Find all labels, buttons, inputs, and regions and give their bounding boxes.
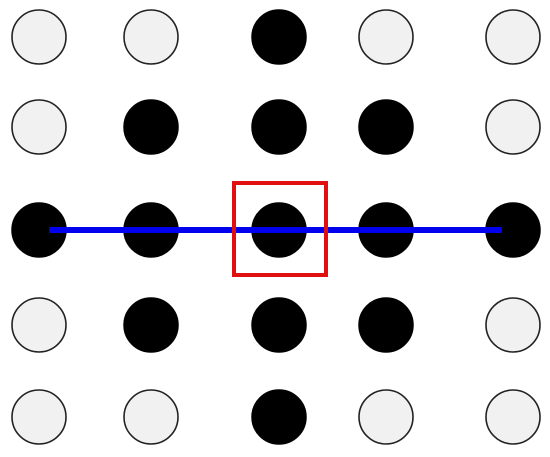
dot-filled-r0-c2 — [251, 9, 307, 65]
dot-empty-r0-c3 — [358, 9, 414, 65]
dot-filled-r4-c2 — [251, 389, 307, 445]
dot-filled-r1-c1 — [123, 99, 179, 155]
dot-empty-r0-c4 — [485, 9, 541, 65]
dot-filled-r1-c3 — [358, 99, 414, 155]
dot-empty-r1-c0 — [11, 99, 67, 155]
dot-empty-r4-c3 — [358, 389, 414, 445]
dot-empty-r0-c0 — [11, 9, 67, 65]
dot-empty-r3-c0 — [11, 297, 67, 353]
dot-empty-r4-c4 — [485, 389, 541, 445]
center-highlight-box — [232, 181, 328, 277]
dot-filled-r3-c3 — [358, 297, 414, 353]
dot-empty-r4-c0 — [11, 389, 67, 445]
dot-empty-r0-c1 — [123, 9, 179, 65]
dot-empty-r3-c4 — [485, 297, 541, 353]
dot-filled-r3-c2 — [251, 297, 307, 353]
dot-filled-r3-c1 — [123, 297, 179, 353]
dot-empty-r1-c4 — [485, 99, 541, 155]
dot-filled-r1-c2 — [251, 99, 307, 155]
dots-layer — [11, 9, 541, 445]
dot-empty-r4-c1 — [123, 389, 179, 445]
